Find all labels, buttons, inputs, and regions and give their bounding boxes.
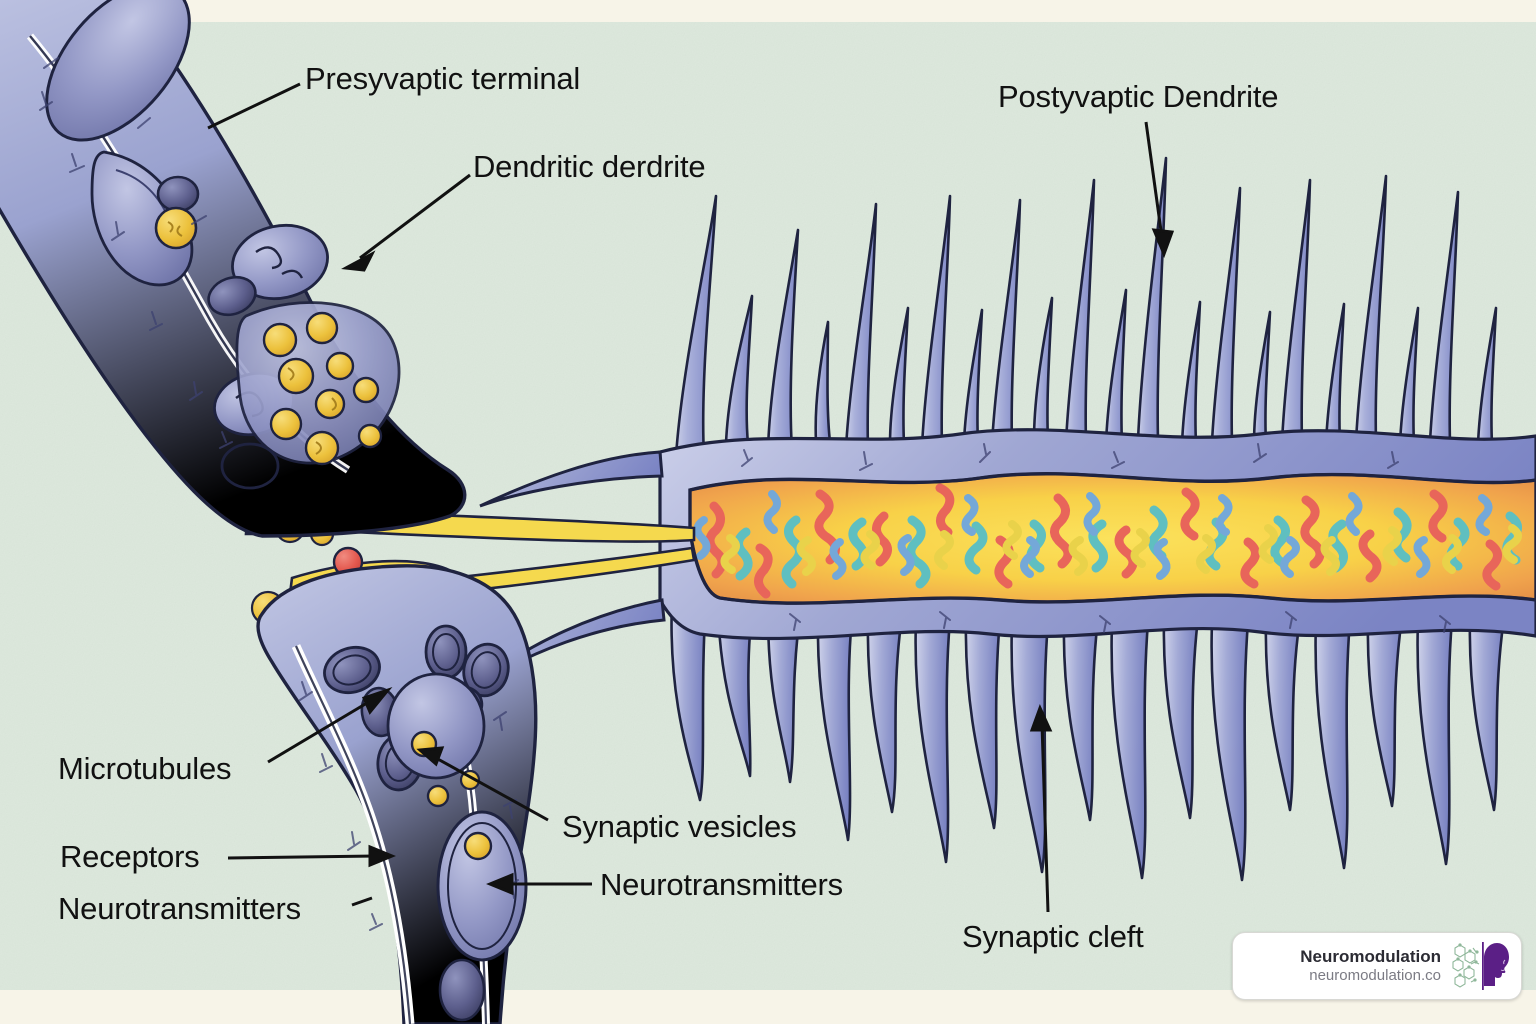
leader-microtubules	[267, 698, 373, 764]
leader-presynaptic	[207, 82, 301, 130]
dendrite-left-neck-upper	[479, 450, 664, 508]
leader-syn-vesicles	[435, 756, 549, 822]
label-synaptic-cleft: Synaptic cleft	[962, 919, 1144, 954]
watermark-text: Neuromodulation neuromodulation.co	[1300, 946, 1441, 986]
watermark-url: neuromodulation.co	[1309, 967, 1441, 985]
dendritic-spines-bottom	[670, 598, 1506, 882]
postsynaptic-dendrite	[469, 156, 1536, 882]
label-neurotransmitters-left: Neurotransmitters	[58, 891, 301, 926]
presynaptic-terminal-upper	[0, 0, 467, 538]
leader-lines	[207, 82, 1175, 913]
synaptic-vesicles-upper	[262, 311, 383, 466]
upper-axon-texture	[39, 57, 233, 449]
label-microtubules: Microtubules	[58, 751, 232, 786]
leader-postsynaptic	[1144, 121, 1164, 239]
dendrite-proteins	[693, 483, 1522, 599]
label-presynaptic-terminal: Presyvaptic terminal	[305, 61, 581, 96]
watermark-badge[interactable]: Neuromodulation neuromodulation.co	[1232, 932, 1522, 1000]
dendritic-spines-top	[674, 156, 1498, 458]
watermark-title: Neuromodulation	[1300, 947, 1441, 966]
leader-neuro-left	[351, 896, 373, 907]
label-neurotransmitters-right: Neurotransmitters	[600, 867, 843, 902]
leader-receptors	[227, 854, 377, 860]
label-synaptic-vesicles: Synaptic vesicles	[562, 809, 797, 844]
leader-syn-cleft	[1040, 723, 1050, 913]
label-postsynaptic-dendrite: Postyvaptic Dendrite	[998, 79, 1279, 114]
leader-dendritic	[359, 173, 471, 260]
label-dendritic-dendrite: Dendritic derdrite	[473, 149, 706, 184]
neuromodulation-logo-icon	[1452, 942, 1509, 990]
label-receptors: Receptors	[60, 839, 200, 874]
dendrite-membrane-texture	[741, 443, 1451, 633]
presynaptic-terminal-lower	[256, 564, 538, 1024]
